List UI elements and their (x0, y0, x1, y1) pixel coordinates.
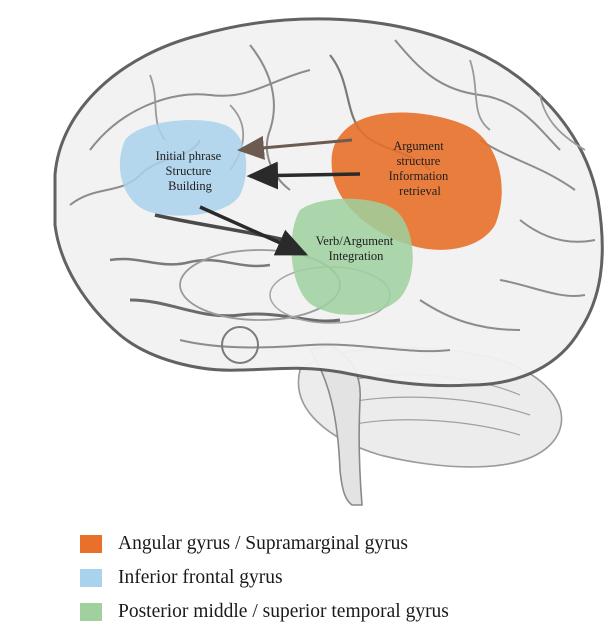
legend-swatch-temporal (80, 603, 102, 621)
legend-swatch-frontal (80, 569, 102, 587)
legend-label: Inferior frontal gyrus (118, 567, 283, 589)
legend-item-frontal: Inferior frontal gyrus (80, 561, 449, 595)
legend-item-temporal: Posterior middle / superior temporal gyr… (80, 595, 449, 629)
legend-label: Angular gyrus / Supramarginal gyrus (118, 533, 408, 555)
legend: Angular gyrus / Supramarginal gyrus Infe… (80, 527, 449, 629)
legend-swatch-angular (80, 535, 102, 553)
legend-item-angular: Angular gyrus / Supramarginal gyrus (80, 527, 449, 561)
arrow-angular-to-frontal (250, 174, 360, 176)
